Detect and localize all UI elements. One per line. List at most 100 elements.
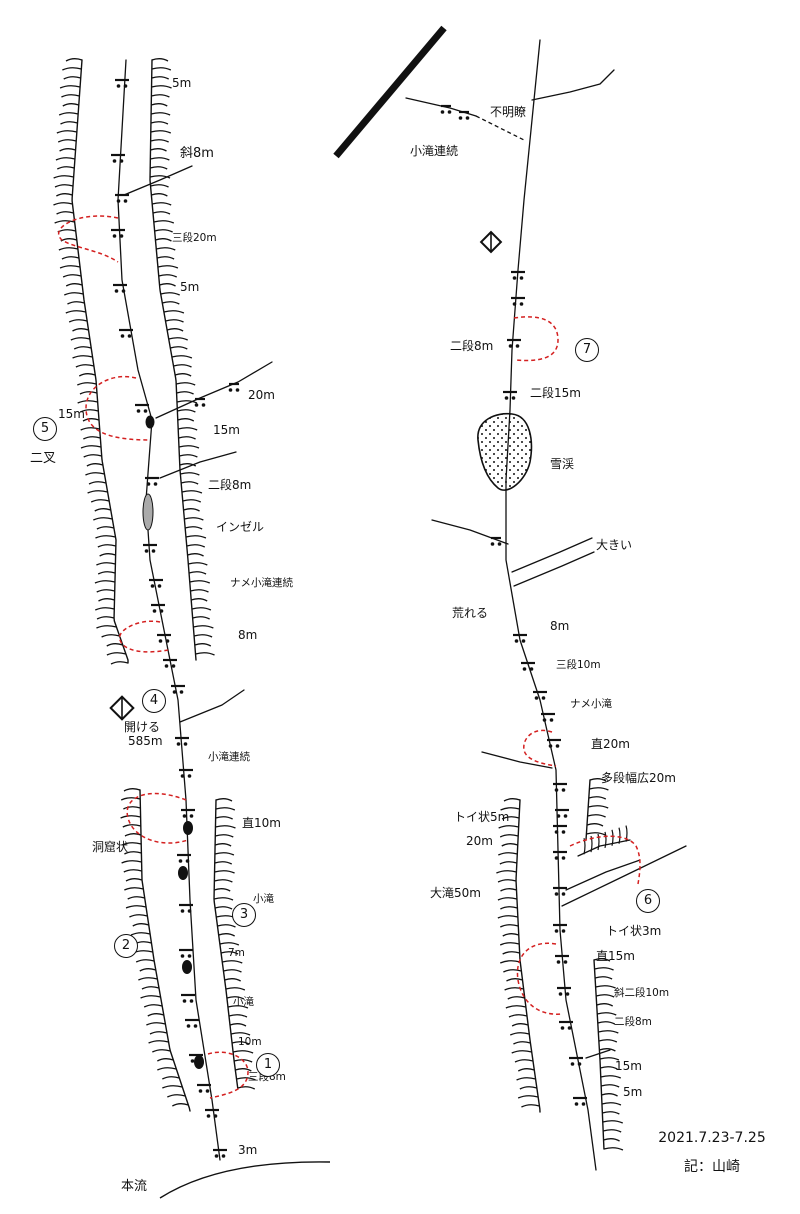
left-upper-right-bank-tick [160,292,180,296]
right-fall-18-dot [577,1062,582,1066]
left-fall-25-dot [221,1154,226,1158]
left-lower-right-bank-tick [223,969,242,973]
left-upper-right-bank-tick [187,553,204,557]
left-lower-right-bank-tick [224,978,241,982]
right-upper-right-bank-tick [586,823,604,827]
left-upper-left-bank-tick [60,238,78,242]
right-lower-left-bank-tick [499,834,519,838]
left-lower-left-bank-tick [139,968,156,972]
left-lower-left-bank-tick [162,1085,183,1089]
waterfall-symbols [111,78,587,1158]
left-tributary-nidan8m [159,451,237,479]
label-5m-second: 5m [180,280,200,294]
label-sandan-8m: 三段8m [248,1071,286,1083]
left-upper-left-bank-tick [60,121,78,125]
left-upper-right-bank-tick [186,544,206,548]
side-gorge-tick [611,829,614,846]
right-fall-11-dot [554,830,559,834]
label-choku-15m: 直15m [596,949,635,963]
left-lower-left-bank-tick [140,995,161,999]
left-lower-left-bank-tick [124,833,142,837]
left-upper-right-bank-tick [170,346,188,350]
left-upper-right-bank-tick [191,607,212,611]
left-upper-right-bank-tick [189,580,211,584]
right-lower-left-bank-tick [498,825,519,829]
right-lower-right-bank-tick [602,1120,624,1124]
left-upper-left-bank-tick [96,625,117,629]
left-upper-right-bank-tick [151,76,170,80]
left-upper-left-bank-tick [97,571,116,575]
left-upper-left-bank-tick [96,616,115,620]
left-upper-right-bank-tick [149,175,171,179]
right-fall-17-dot [567,1026,572,1030]
right-fall-3-dot [511,396,516,400]
right-lower-right-bank-tick [602,1129,622,1133]
right-upper-tributary [405,97,477,117]
right-lower-left-bank-tick [509,1032,530,1036]
right-tributary-upper-right [531,69,615,101]
left-upper-left-bank-tick [94,580,116,584]
left-fall-2-dot [116,199,121,203]
right-lower-left-bank-tick [511,1023,529,1027]
left-lower-right-bank-tick [215,825,236,829]
left-upper-left-bank-tick [88,481,107,485]
label-name-kotaki-renzoku: ナメ小滝連続 [230,577,293,589]
right-escape-route-2 [569,835,641,885]
left-lower-left-bank-tick [147,1013,164,1017]
right-lower-right-bank-tick [595,985,616,989]
right-fall-17-dot [560,1026,565,1030]
right-main-stream [505,39,597,1171]
right-fall-7-dot [542,718,547,722]
sekkei-snowfield [477,412,533,491]
right-lower-left-bank-tick [517,1068,535,1072]
right-upper-right-bank-tick [589,787,609,791]
left-lower-right-bank-tick [226,996,245,1000]
left-upper-left-bank-tick [55,157,76,161]
right-fall-15-dot [556,960,561,964]
left-upper-left-bank-tick [87,490,108,494]
right-top-fall-0-dot [447,110,452,114]
left-fall-25-dot [214,1154,219,1158]
marker-3: 3 [232,903,256,927]
right-lower-left-bank-tick [511,1050,532,1054]
label-otaki-50m: 大滝50m [430,886,481,900]
left-upper-left-bank-tick [62,103,79,107]
label-futamata: 二叉 [30,451,57,466]
left-main-stream [117,59,221,1161]
right-lower-right-bank-tick [599,1057,620,1061]
left-fall-12-dot [164,664,169,668]
left-fall-22-dot [190,1059,195,1063]
side-gorge-tick [597,833,600,851]
left-upper-left-bank-tick [65,310,86,314]
right-fall-14-dot [561,929,566,933]
left-lower-right-bank-tick [214,852,235,856]
left-lower-right-bank-tick [225,987,246,991]
label-585m: 585m [128,734,163,748]
right-fall-12-dot [554,856,559,860]
left-lower-left-bank-tick [120,815,141,819]
left-fall-8-dot [151,549,156,553]
marker-6: 6 [636,889,660,913]
right-upper-right-bank-edge [585,779,591,841]
left-upper-left-bank-tick [85,472,105,476]
label-toi-3m: トイ状3m [606,924,662,938]
left-upper-right-bank-tick [151,193,168,197]
left-upper-left-bank-tick [97,544,117,548]
left-upper-left-bank-tick [68,319,88,323]
right-lower-left-bank-tick [517,1095,539,1099]
side-gorge-tick [604,831,607,849]
right-lower-right-bank-tick [601,1093,618,1097]
left-upper-right-bank-tick [162,301,180,305]
left-upper-left-bank-tick [80,427,100,431]
label-20m-right: 20m [466,834,493,848]
left-pothole-a [178,866,188,880]
right-lower-right-bank-tick [593,958,611,962]
left-lower-left-bank-tick [127,896,145,900]
left-upper-left-bank-tick [64,292,84,296]
stream-lines [117,39,687,1199]
right-lower-right-bank-tick [603,1147,624,1151]
right-lower-right-bank-tick [600,1084,620,1088]
left-upper-right-bank-tick [190,598,208,602]
left-upper-right-bank-tick [177,427,198,431]
